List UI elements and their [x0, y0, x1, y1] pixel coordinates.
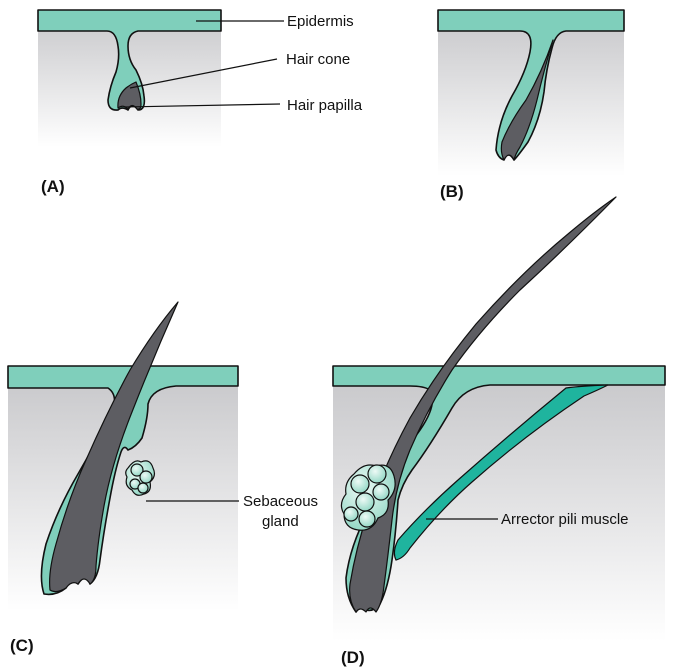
- panel-c: Sebaceous gland (C): [8, 302, 318, 655]
- panel-b-label: (B): [440, 182, 464, 201]
- gland-lobule: [359, 511, 375, 527]
- gland-lobule: [368, 465, 386, 483]
- panel-c-label: (C): [10, 636, 34, 655]
- gland-lobule: [138, 483, 148, 493]
- panel-d: Arrector pili muscle (D): [333, 197, 665, 667]
- gland-lobule: [344, 507, 358, 521]
- gland-lobule: [140, 471, 152, 483]
- gland-lobule: [373, 484, 389, 500]
- epidermis-label: Epidermis: [287, 13, 354, 30]
- gland-lobule: [356, 493, 374, 511]
- sebaceous-label-line1: Sebaceous: [243, 493, 318, 510]
- panel-d-label: (D): [341, 648, 365, 667]
- panel-a-label: (A): [41, 177, 65, 196]
- arrector-pili-label: Arrector pili muscle: [501, 511, 629, 528]
- hair-cone-label: Hair cone: [286, 51, 350, 68]
- hair-papilla-label: Hair papilla: [287, 97, 363, 114]
- panel-a: Epidermis Hair cone Hair papilla (A): [38, 10, 363, 196]
- gland-lobule: [351, 475, 369, 493]
- sebaceous-label-line2: gland: [262, 513, 299, 530]
- panel-b: (B): [438, 10, 624, 201]
